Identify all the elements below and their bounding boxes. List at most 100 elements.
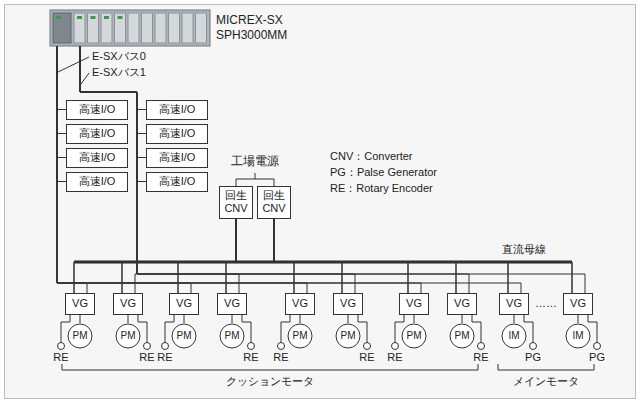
- io-slot: [169, 13, 180, 43]
- rack-body: [50, 10, 210, 46]
- dc-bus-line: [178, 219, 236, 294]
- annotation-label: RE: [273, 351, 288, 364]
- inverter-box: VG: [563, 293, 593, 315]
- io-module-box: 高速I/O: [146, 124, 208, 144]
- inverter-box: VG: [499, 293, 529, 315]
- node-text: 高速I/O: [159, 151, 196, 164]
- io-slot: [74, 13, 85, 43]
- dc-bus-line: [274, 219, 456, 294]
- node-text: VG: [120, 297, 136, 310]
- dc-bus-line: [74, 219, 236, 294]
- status-led: [118, 16, 123, 19]
- node-text: VG: [292, 297, 308, 310]
- dc-bus-line: [236, 219, 508, 294]
- dc-bus-line: [236, 219, 342, 294]
- bus-line: [57, 46, 521, 293]
- encoder-symbol: [364, 343, 371, 350]
- bus-line: [80, 46, 355, 293]
- encoder-symbol: [478, 343, 485, 350]
- node-text: VG: [506, 297, 522, 310]
- node-text: PM: [293, 330, 308, 342]
- motor-circle: PM: [401, 323, 427, 349]
- converter-box: 回生 CNV: [257, 186, 291, 219]
- io-module-box: 高速I/O: [146, 148, 208, 168]
- dc-bus-line: [274, 219, 408, 294]
- annotation-label: 直流母線: [502, 243, 546, 256]
- annotation-label: 工場電源: [231, 154, 279, 168]
- node-text: 高速I/O: [79, 151, 116, 164]
- io-slot: [115, 13, 126, 43]
- io-slot: [155, 13, 166, 43]
- node-text: VG: [570, 297, 586, 310]
- annotation-label: RE: [53, 351, 68, 364]
- dc-bus-line: [74, 219, 274, 294]
- io-slot: [142, 13, 153, 43]
- annotation-label: クッションモータ: [226, 375, 314, 388]
- dc-bus-line: [274, 219, 294, 294]
- node-text: PM: [341, 330, 356, 342]
- group-bracket: [62, 364, 478, 370]
- annotation-label: PG：Palse Generator: [330, 166, 437, 179]
- group-bracket: [498, 364, 594, 370]
- motor-circle-outline: [336, 324, 360, 348]
- io-slot: [196, 13, 207, 43]
- bus-line: [57, 46, 191, 293]
- io-slot: [88, 13, 99, 43]
- dc-bus-line: [274, 219, 508, 294]
- motor-cable: [80, 315, 81, 323]
- node-text: VG: [72, 297, 88, 310]
- motor-circle: IM: [565, 323, 591, 349]
- pulse-generator-symbol: [530, 343, 537, 350]
- node-text: MICREX-SX SPH3000MM: [216, 13, 308, 43]
- motor-circle: PM: [287, 323, 313, 349]
- io-module-box: 高速I/O: [66, 148, 128, 168]
- node-text: PM: [121, 330, 136, 342]
- encoder-symbol: [248, 343, 255, 350]
- power-module: [53, 13, 71, 43]
- inverter-box: VG: [399, 293, 429, 315]
- leader-line: [58, 57, 89, 72]
- leader-line: [81, 73, 89, 84]
- bus-line: [80, 46, 239, 293]
- encoder-symbol: [58, 343, 65, 350]
- dc-bus-line: [226, 219, 236, 294]
- motor-cable: [462, 315, 463, 323]
- node-text: VG: [340, 297, 356, 310]
- annotation-label: RE: [243, 351, 258, 364]
- inverter-box: VG: [217, 293, 247, 315]
- node-text: VG: [176, 297, 192, 310]
- motor-cable: [300, 315, 301, 323]
- annotation-label: E-SXバス1: [92, 66, 146, 79]
- node-text: 高速I/O: [79, 103, 116, 116]
- bus-line: [57, 46, 307, 293]
- node-text: 回生 CNV: [261, 189, 287, 215]
- motor-circle: PM: [335, 323, 361, 349]
- io-module-box: 高速I/O: [66, 100, 128, 120]
- status-led: [104, 16, 109, 19]
- node-text: 高速I/O: [79, 127, 116, 140]
- bus-line: [57, 46, 66, 158]
- node-text: PM: [407, 330, 422, 342]
- dc-bus-line: [122, 219, 274, 294]
- bus-line: [57, 46, 66, 110]
- motor-circle-outline: [566, 324, 590, 348]
- bus-line: [80, 46, 146, 134]
- converter-box: 回生 CNV: [219, 186, 253, 219]
- io-module-box: 高速I/O: [146, 100, 208, 120]
- io-module-box: 高速I/O: [146, 172, 208, 192]
- node-text: 回生 CNV: [223, 189, 249, 215]
- motor-circle: PM: [219, 323, 245, 349]
- motor-cable: [414, 315, 415, 323]
- inverter-box: VG: [65, 293, 95, 315]
- node-text: 高速I/O: [79, 175, 116, 188]
- node-text: 高速I/O: [159, 175, 196, 188]
- status-led: [91, 16, 96, 19]
- node-text: PM: [73, 330, 88, 342]
- node-text: VG: [224, 297, 240, 310]
- motor-cable: [578, 315, 579, 323]
- dc-bus-line: [236, 219, 408, 294]
- node-text: 高速I/O: [159, 103, 196, 116]
- node-text: VG: [406, 297, 422, 310]
- motor-circle-outline: [68, 324, 92, 348]
